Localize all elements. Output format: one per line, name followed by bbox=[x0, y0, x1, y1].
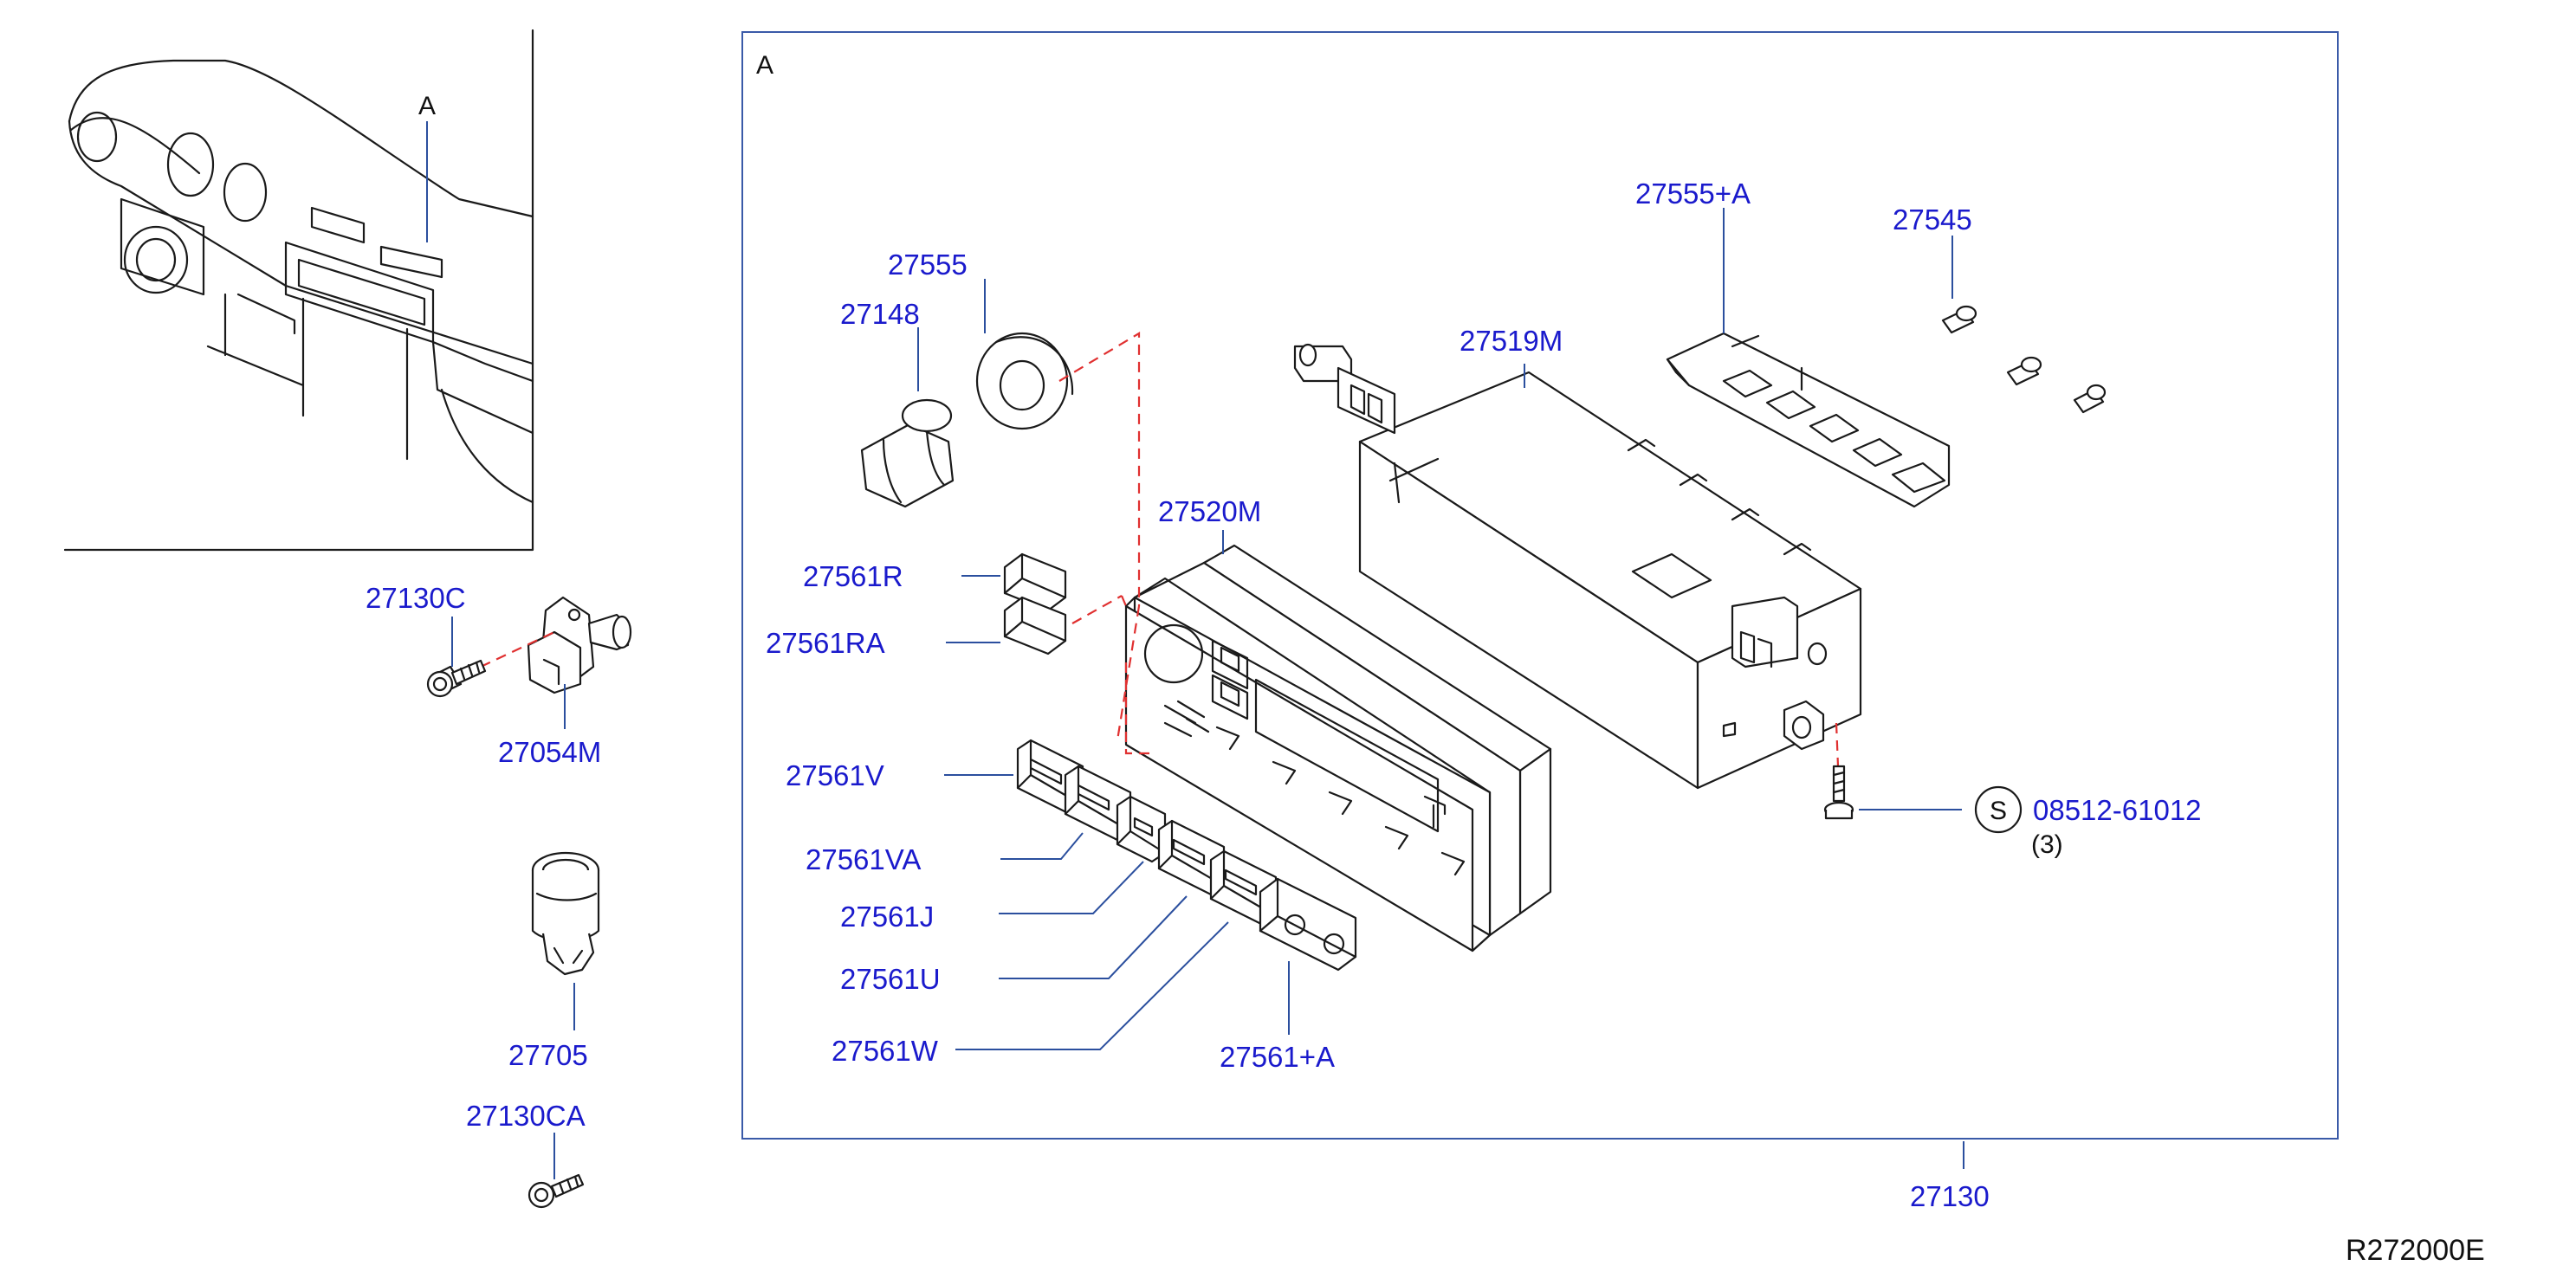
callout-27561r[interactable]: 27561R bbox=[803, 560, 903, 592]
part-27555-washer bbox=[975, 332, 1074, 430]
part-27561a-button bbox=[1259, 877, 1357, 972]
part-27705-socket bbox=[531, 851, 600, 976]
callout-27148[interactable]: 27148 bbox=[840, 298, 920, 330]
callout-27519m[interactable]: 27519M bbox=[1460, 325, 1563, 357]
screw-27130c bbox=[426, 659, 487, 698]
part-27148-knob bbox=[860, 398, 955, 508]
part-27561j-button bbox=[1116, 795, 1167, 863]
callout-27130[interactable]: 27130 bbox=[1910, 1180, 1990, 1212]
callout-27561ra[interactable]: 27561RA bbox=[766, 627, 885, 659]
frame-letter: A bbox=[756, 51, 773, 80]
callout-27561a[interactable]: 27561+A bbox=[1220, 1041, 1335, 1073]
callout-27561w[interactable]: 27561W bbox=[832, 1035, 939, 1067]
callout-27561va[interactable]: 27561VA bbox=[806, 843, 921, 875]
callout-27130ca[interactable]: 27130CA bbox=[466, 1100, 586, 1132]
standard-part-letter: S bbox=[1990, 797, 2007, 825]
screw-phantom-line bbox=[1835, 722, 1840, 767]
callout-27561j[interactable]: 27561J bbox=[840, 901, 934, 933]
panel-phantom-line bbox=[1124, 662, 1152, 755]
standard-part-symbol bbox=[1974, 785, 2023, 834]
callout-27561v[interactable]: 27561V bbox=[786, 759, 884, 791]
dashboard-location-view: A bbox=[63, 29, 534, 552]
screw-27130ca bbox=[527, 1173, 585, 1209]
screws-27545 bbox=[1941, 305, 2107, 414]
callout-27545[interactable]: 27545 bbox=[1893, 203, 1972, 236]
callout-27555a[interactable]: 27555+A bbox=[1635, 178, 1751, 210]
part-27054m-sensor bbox=[527, 596, 632, 694]
knob-phantom-line bbox=[1058, 332, 1141, 741]
screw-quantity: (3) bbox=[2031, 830, 2063, 859]
part-27561ra-button bbox=[1003, 596, 1067, 655]
part-27555a-bracket bbox=[1666, 332, 1951, 508]
assembly-frame bbox=[741, 31, 2339, 1140]
detail-view-border bbox=[63, 29, 534, 552]
callout-27561u[interactable]: 27561U bbox=[840, 963, 941, 995]
dashboard-illustration bbox=[68, 59, 534, 504]
sensor-phantom-line bbox=[480, 631, 555, 668]
part-27561r-button bbox=[1003, 552, 1067, 612]
drawing-id: R272000E bbox=[2346, 1234, 2485, 1267]
callout-27520m[interactable]: 27520M bbox=[1158, 495, 1261, 527]
callout-27054m[interactable]: 27054M bbox=[498, 736, 601, 768]
button-phantom-line bbox=[1071, 595, 1128, 624]
callout-screw-part-number[interactable]: 08512-61012 bbox=[2033, 794, 2202, 826]
callout-27555[interactable]: 27555 bbox=[888, 249, 968, 281]
callout-27705[interactable]: 27705 bbox=[508, 1039, 588, 1071]
screw-08512-61012 bbox=[1823, 765, 1854, 820]
part-27519m-controller bbox=[1293, 343, 1862, 790]
detail-view-letter: A bbox=[418, 92, 436, 120]
callout-27130c[interactable]: 27130C bbox=[366, 582, 466, 614]
leader-lines bbox=[451, 208, 1964, 1179]
